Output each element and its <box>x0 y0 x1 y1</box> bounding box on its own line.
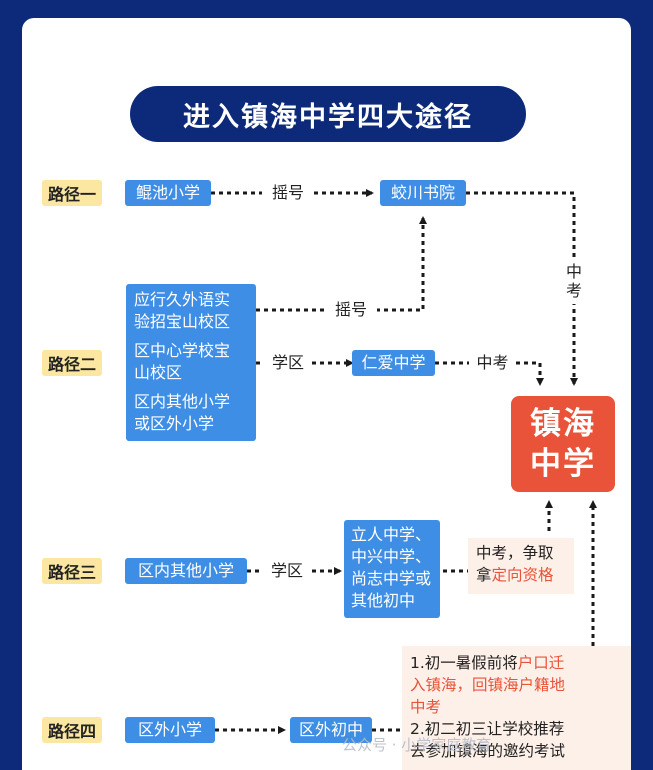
path3-note-highlight: 定向资格 <box>491 566 554 584</box>
path3-note: 中考，争取 拿定向资格 <box>468 538 574 594</box>
path1-exam-char2: 考 <box>565 281 582 300</box>
path4-note1-hl1: 户口迁 <box>517 654 565 672</box>
path2-school-line4: 山校区 <box>134 363 183 382</box>
path4-label: 路径四 <box>42 717 102 743</box>
p2-to-final <box>516 361 544 386</box>
path3-start: 区内其他小学 <box>125 558 247 584</box>
path3-mid-line1: 立人中学、 <box>351 525 432 544</box>
path3-note-line2: 拿定向资格 <box>476 564 566 586</box>
path3-method: 学区 <box>262 560 312 582</box>
watermark: 公众号 · 小学家庭教育 <box>342 736 492 754</box>
path4-note1-line3: 中考 <box>410 698 442 716</box>
path4-mid: 区外初中 <box>290 717 372 743</box>
path2-school-line6: 或区外小学 <box>134 414 215 433</box>
path2-school-line1: 应行久外语实 <box>134 290 231 309</box>
path2-mid-renai: 仁爱中学 <box>352 350 435 376</box>
path4-note1-line1: 1.初一暑假前将户口迁 <box>410 652 623 674</box>
p2-to-jiaochuan <box>256 216 427 312</box>
path2-school-line5: 区内其他小学 <box>134 392 231 411</box>
path3-note-prefix: 拿 <box>476 566 492 584</box>
path4-note2-line2: 去参加镇海的邀约考试 <box>410 742 566 760</box>
path1-mid-jiaochuan: 蛟川书院 <box>380 180 466 206</box>
path3-mid-schools: 立人中学、 中兴中学、 尚志中学或 其他初中 <box>344 520 440 618</box>
path4-note1-line2: 入镇海，回镇海户籍地 <box>410 676 566 694</box>
path4-note2-line1: 2.初二初三让学校推荐 <box>410 720 565 738</box>
path4-start: 区外小学 <box>125 717 215 743</box>
path2-lottery-method: 摇号 <box>325 299 377 321</box>
final-zhenhai-high-school: 镇海 中学 <box>511 396 615 492</box>
path2-school-line2: 验招宝山校区 <box>134 312 231 331</box>
path2-label: 路径二 <box>42 350 102 376</box>
path2-school-line3: 区中心学校宝 <box>134 341 231 360</box>
path1-method: 摇号 <box>262 182 314 204</box>
path4-note1-plain: 1.初一暑假前将 <box>410 654 518 672</box>
path2-exam-label: 中考 <box>469 352 516 374</box>
final-line2: 中学 <box>530 446 596 482</box>
p1-to-final <box>466 191 578 386</box>
path4-note: 1.初一暑假前将户口迁 入镇海，回镇海户籍地 中考 2.初二初三让学校推荐 去参… <box>402 646 631 770</box>
path3-note-line1: 中考，争取 <box>476 544 554 562</box>
path3-mid-line2: 中兴中学、 <box>351 547 432 566</box>
path3-label: 路径三 <box>42 558 102 584</box>
path1-start-kunchi: 鲲池小学 <box>125 180 211 206</box>
path1-exam-char1: 中 <box>565 261 582 281</box>
path3-mid-line4: 其他初中 <box>351 591 416 610</box>
path1-exam-label: 中 考 <box>562 258 586 304</box>
page-title: 进入镇海中学四大途径 <box>130 86 526 142</box>
path2-schools-box: 应行久外语实 验招宝山校区 区中心学校宝 山校区 区内其他小学 或区外小学 <box>126 284 256 441</box>
path3-mid-line3: 尚志中学或 <box>351 569 432 588</box>
diagram-card: 进入镇海中学四大途径 路径一 鲲池小学 摇号 蛟川书院 中 考 路径二 应行久外… <box>22 18 631 770</box>
final-line1: 镇海 <box>530 406 596 442</box>
path2-district-method: 学区 <box>264 352 312 374</box>
path1-label: 路径一 <box>42 180 102 206</box>
